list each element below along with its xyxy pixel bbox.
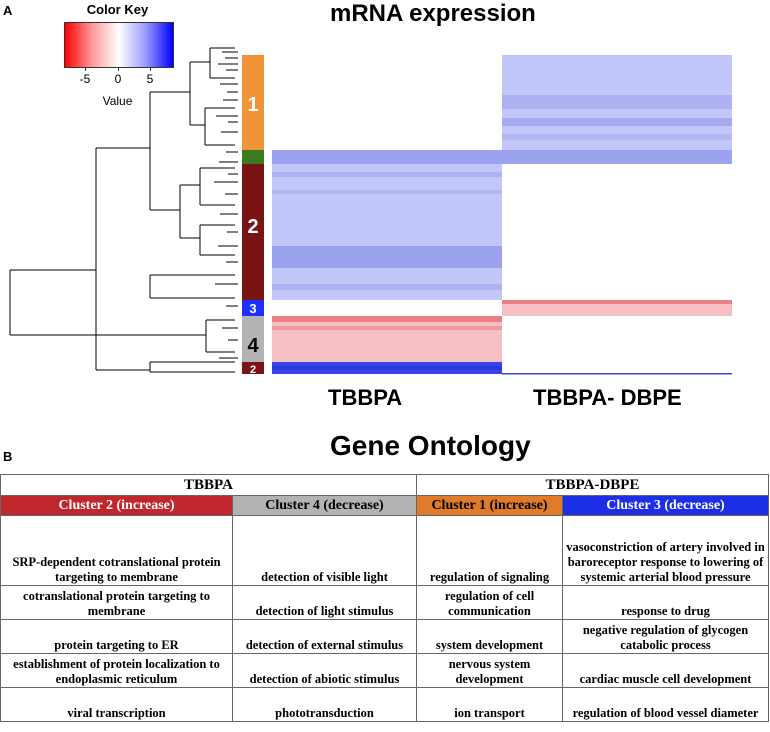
heat-cell (502, 95, 732, 109)
cluster-bar: 1 2 3 4 2 (242, 55, 264, 376)
go-term: regulation of blood vessel diameter (562, 687, 769, 722)
heat-cell (272, 316, 502, 322)
heat-cell (272, 190, 502, 194)
go-term: viral transcription (0, 687, 233, 722)
cluster-header: Cluster 3 (decrease) (562, 495, 769, 516)
color-key-title: Color Key (86, 2, 149, 17)
heat-cell (502, 373, 732, 375)
go-term: regulation of cell communication (416, 585, 563, 620)
go-term: establishment of protein localization to… (0, 653, 233, 688)
go-row: cotranslational protein targeting to mem… (0, 585, 769, 620)
heat-cell (272, 366, 502, 370)
dendrogram (9, 47, 235, 373)
go-row: establishment of protein localization to… (0, 653, 769, 688)
cluster-header: Cluster 1 (increase) (416, 495, 563, 516)
cluster-2-bar (242, 164, 264, 300)
cluster-label: 2 (250, 364, 256, 376)
color-key-xlabel: Value (102, 94, 133, 108)
gene-ontology-title: Gene Ontology (330, 430, 531, 461)
go-row: viral transcription phototransduction io… (0, 687, 769, 722)
heatmap-column-tbbpa (272, 150, 502, 374)
go-term: detection of external stimulus (232, 619, 417, 654)
heat-cell (272, 326, 502, 330)
color-key-tick (150, 67, 151, 71)
panel-label-a: A (3, 3, 13, 18)
go-term: cotranslational protein targeting to mem… (0, 585, 233, 620)
cluster-label: 4 (247, 335, 259, 357)
go-term: protein targeting to ER (0, 619, 233, 654)
cluster-4-bar (242, 316, 264, 362)
cluster-2b-bar (242, 362, 264, 374)
heat-cell (272, 284, 502, 290)
heatmap-title: mRNA expression (330, 0, 536, 27)
go-term: detection of abiotic stimulus (232, 653, 417, 688)
go-term: response to drug (562, 585, 769, 620)
go-term: cardiac muscle cell development (562, 653, 769, 688)
color-key-tick (85, 67, 86, 71)
heat-cell (502, 118, 732, 126)
go-term: regulation of signaling (416, 515, 563, 586)
group-header-tbbpa-dbpe: TBBPA-DBPE (416, 474, 769, 496)
heat-cell (502, 150, 732, 164)
go-term: negative regulation of glycogen cataboli… (562, 619, 769, 654)
heat-cell (272, 150, 502, 164)
go-row: SRP-dependent cotranslational protein ta… (0, 515, 769, 586)
cluster-label: 3 (249, 301, 256, 316)
heat-cell (272, 316, 502, 362)
go-term: detection of light stimulus (232, 585, 417, 620)
heat-cell (502, 300, 732, 304)
cluster-3-bar (242, 300, 264, 316)
go-row: protein targeting to ER detection of ext… (0, 619, 769, 654)
color-key-tick-label: -5 (79, 72, 91, 86)
go-term: phototransduction (232, 687, 417, 722)
column-label-tbbpa: TBBPA (328, 385, 403, 410)
color-key-tick (118, 67, 119, 71)
cluster-label: 2 (247, 216, 258, 238)
panel-label-b: B (3, 449, 13, 464)
color-key-tick-label: 5 (146, 72, 154, 86)
go-term: system development (416, 619, 563, 654)
heatmap-figure: 1 2 3 4 2 (9, 47, 732, 376)
heat-cell (272, 246, 502, 268)
group-header-row: TBBPA TBBPA-DBPE (0, 474, 769, 496)
cluster-header-row: Cluster 2 (increase) Cluster 4 (decrease… (0, 495, 769, 516)
heat-cell (502, 134, 732, 140)
heat-cell (272, 164, 502, 300)
go-term: nervous system development (416, 653, 563, 688)
color-key-tick-label: 0 (114, 72, 122, 86)
column-label-tbbpa-dbpe: TBBPA- DBPE (533, 385, 682, 410)
heat-cell (272, 172, 502, 177)
gene-ontology-table: TBBPA TBBPA-DBPE Cluster 2 (increase) Cl… (0, 474, 769, 722)
go-term: ion transport (416, 687, 563, 722)
cluster-label: 1 (247, 94, 258, 116)
go-term: vasoconstriction of artery involved in b… (562, 515, 769, 586)
cluster-header: Cluster 2 (increase) (0, 495, 233, 516)
color-key-gradient (64, 22, 174, 68)
heatmap-column-tbbpa-dbpe (502, 55, 732, 375)
group-header-tbbpa: TBBPA (0, 474, 417, 496)
go-term: SRP-dependent cotranslational protein ta… (0, 515, 233, 586)
cluster-1-bar (242, 55, 264, 150)
dendrogram-leaves (214, 51, 238, 359)
go-term: detection of visible light (232, 515, 417, 586)
cluster-header: Cluster 4 (decrease) (232, 495, 417, 516)
color-key: Color Key -5 0 5 Value (55, 0, 190, 110)
cluster-green-bar (242, 150, 264, 164)
